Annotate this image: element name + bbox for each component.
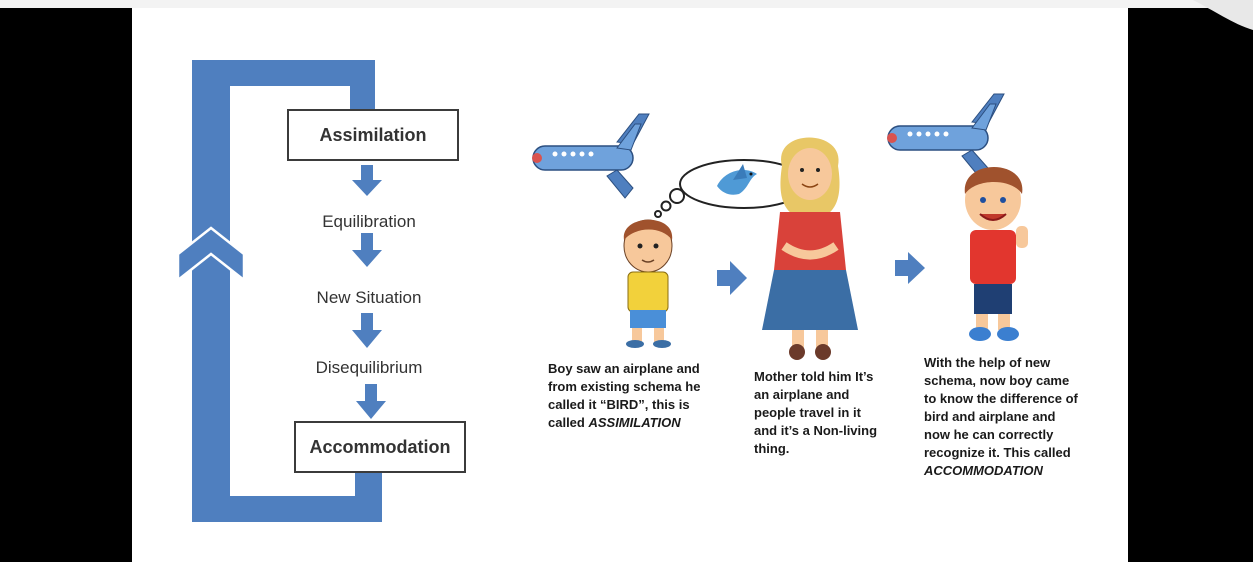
caption-line: thing. xyxy=(754,441,790,456)
result-caption: With the help of new schema, now boy cam… xyxy=(924,354,1078,480)
cycle-diagram xyxy=(176,60,1028,522)
loop-bottom-bar xyxy=(192,496,382,522)
assimilation-emphasis: ASSIMILATION xyxy=(588,415,681,430)
equilibration-label: Equilibration xyxy=(322,212,416,231)
slide: Assimilation Equilibration New Situation… xyxy=(132,8,1128,562)
boy-caption: Boy saw an airplane and from existing sc… xyxy=(548,360,700,432)
caption-line: an airplane and xyxy=(754,387,850,402)
down-arrow-icon xyxy=(352,233,382,267)
down-arrow-icon xyxy=(352,313,382,348)
airplane-icon xyxy=(887,93,1005,179)
assimilation-label: Assimilation xyxy=(319,124,427,145)
corner-overlay xyxy=(1193,0,1253,30)
caption-line: schema, now boy came xyxy=(924,373,1070,388)
caption-line: Mother told him It’s xyxy=(754,369,874,384)
caption-line: from existing schema he xyxy=(548,379,701,394)
caption-line: recognize it. This called xyxy=(924,445,1071,460)
happy-boy-figure xyxy=(964,167,1028,341)
thought-bubble-icon xyxy=(654,159,809,218)
down-arrow-icon xyxy=(352,165,382,196)
caption-line: bird and airplane and xyxy=(924,409,1056,424)
caption-line: people travel in it xyxy=(754,405,861,420)
right-arrow-icon xyxy=(895,252,925,284)
mother-figure xyxy=(762,137,858,360)
caption-line: called ASSIMILATION xyxy=(548,414,700,432)
bird-icon xyxy=(717,164,757,195)
caption-line: Boy saw an airplane and xyxy=(548,361,700,376)
disequilibrium-label: Disequilibrium xyxy=(315,358,423,377)
up-chevron-icon xyxy=(176,226,246,283)
caption-line: now he can correctly xyxy=(924,427,1054,442)
accommodation-label: Accommodation xyxy=(309,436,451,457)
assimilation-box: Assimilation xyxy=(287,109,459,161)
caption-line: ACCOMMODATION xyxy=(924,462,1078,480)
loop-top-connector xyxy=(350,60,375,110)
boy-figure xyxy=(623,219,673,348)
loop-left-bar xyxy=(192,60,230,522)
cycle-loop-frame xyxy=(192,60,382,522)
caption-line: to know the difference of xyxy=(924,391,1078,406)
accommodation-emphasis: ACCOMMODATION xyxy=(924,463,1043,478)
loop-bottom-connector xyxy=(355,468,382,508)
mother-caption: Mother told him It’s an airplane and peo… xyxy=(754,368,877,458)
accommodation-box: Accommodation xyxy=(294,421,466,473)
caption-text: called xyxy=(548,415,589,430)
caption-line: With the help of new xyxy=(924,355,1051,370)
caption-line: called it “BIRD”, this is xyxy=(548,397,690,412)
top-strip xyxy=(0,0,1253,8)
airplane-icon xyxy=(532,113,650,199)
new-situation-label: New Situation xyxy=(316,288,422,307)
right-arrow-icon xyxy=(717,261,747,295)
caption-line: and it’s a Non-living xyxy=(754,423,878,438)
down-arrow-icon xyxy=(356,384,386,419)
